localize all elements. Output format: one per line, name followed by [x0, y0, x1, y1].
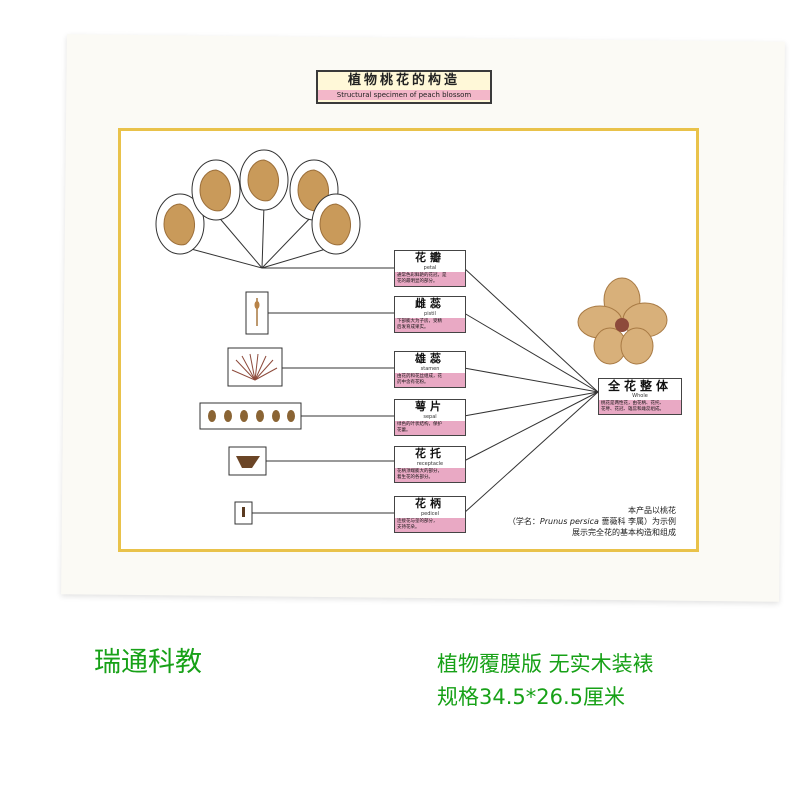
- part-name-en: pedicel: [420, 511, 440, 517]
- sepal-box: [199, 402, 302, 430]
- part-name: 雄蕊: [415, 352, 445, 365]
- brand-name: 瑞通科教: [94, 647, 202, 678]
- part-name-en: sepal: [423, 414, 437, 420]
- part-name-en: pistil: [424, 311, 436, 317]
- petal-connector-1: [179, 245, 263, 269]
- part-name: 花瓣: [415, 251, 445, 264]
- sepal-to-whole: [463, 391, 599, 417]
- part-name: 花托: [415, 447, 445, 460]
- part-name: 萼片: [415, 400, 445, 413]
- stamen-specimen: [231, 353, 278, 381]
- petal-specimen-2: [199, 169, 231, 212]
- pistil-ovary: [254, 301, 260, 309]
- petal-specimen-1: [163, 203, 195, 246]
- pedicel-to-whole: [463, 391, 599, 514]
- label-pedicel: 花柄 pedicel 连接花与茎的部分， 支持花朵。: [394, 496, 466, 533]
- caption-prefix: （学名：: [507, 517, 540, 526]
- part-description: 花柄顶端膨大的部分， 着生花的各部分。: [395, 468, 465, 482]
- petal-specimen-3: [247, 159, 279, 202]
- pistil-to-whole: [463, 312, 599, 393]
- caption-line-2: （学名：Prunus persica 蔷薇科 李属）为示例: [486, 516, 676, 527]
- petal-specimens: [155, 149, 361, 255]
- label-petal: 花瓣 petal 通常色彩鲜艳的花冠，是 花的最明显的部分。: [394, 250, 466, 287]
- part-name-en: stamen: [420, 366, 440, 372]
- label-stamen: 雄蕊 stamen 由花药和花丝组成，花 药中含有花粉。: [394, 351, 466, 388]
- stamen-box: [227, 347, 283, 387]
- pedicel-specimen: [242, 507, 245, 517]
- petal-connector-4: [261, 213, 315, 269]
- title-zh: 植物桃花的构造: [347, 73, 460, 88]
- part-description: 连接花与茎的部分， 支持花朵。: [395, 518, 465, 532]
- caption-latin-name: Prunus persica: [539, 517, 599, 526]
- caption-suffix: 蔷薇科 李属）为示例: [598, 517, 676, 526]
- sepal-specimens: [208, 410, 295, 422]
- part-description: 下部膨大为子房，受精 后发育成果实。: [395, 318, 465, 332]
- specimen-caption: 本产品以桃花 （学名：Prunus persica 蔷薇科 李属）为示例 展示完…: [486, 505, 676, 538]
- part-name: 花柄: [415, 497, 445, 510]
- whole-name: 全花整体: [607, 379, 672, 393]
- part-name-en: petal: [423, 265, 437, 271]
- title-en: Structural specimen of peach blossom: [318, 90, 490, 100]
- product-spec-line-1: 植物覆膜版 无实木装裱: [437, 652, 654, 676]
- whole-description: 桃花是两性花，由花柄、花托、 花萼、花冠、雄蕊和雌蕊组成。: [599, 400, 681, 414]
- receptacle-specimen: [236, 456, 260, 468]
- whole-flower-specimen: [577, 277, 668, 365]
- petal-to-whole: [463, 267, 599, 393]
- label-receptacle: 花托 receptacle 花柄顶端膨大的部分， 着生花的各部分。: [394, 446, 466, 483]
- part-name-en: receptacle: [416, 461, 444, 467]
- product-spec-line-2: 规格34.5*26.5厘米: [437, 685, 626, 709]
- petal-specimen-5: [319, 203, 351, 246]
- label-pistil: 雌蕊 pistil 下部膨大为子房，受精 后发育成果实。: [394, 296, 466, 333]
- petal-connector-2: [215, 213, 263, 269]
- receptacle-to-whole: [463, 391, 599, 462]
- petal-connector-3: [261, 204, 265, 269]
- part-description: 绿色的叶状结构，保护 花蕾。: [395, 421, 465, 435]
- part-description: 通常色彩鲜艳的花冠，是 花的最明显的部分。: [395, 272, 465, 286]
- part-description: 由花药和花丝组成，花 药中含有花粉。: [395, 373, 465, 387]
- title-plate: 植物桃花的构造 Structural specimen of peach blo…: [316, 70, 492, 104]
- caption-line-1: 本产品以桃花: [628, 506, 676, 515]
- caption-line-3: 展示完全花的基本构造和组成: [572, 528, 676, 537]
- whole-name-en: Whole: [632, 393, 648, 399]
- part-name: 雌蕊: [415, 297, 445, 310]
- label-sepal: 萼片 sepal 绿色的叶状结构，保护 花蕾。: [394, 399, 466, 436]
- stamen-to-whole: [463, 367, 599, 393]
- label-whole-flower: 全花整体 Whole 桃花是两性花，由花柄、花托、 花萼、花冠、雄蕊和雌蕊组成。: [598, 378, 682, 415]
